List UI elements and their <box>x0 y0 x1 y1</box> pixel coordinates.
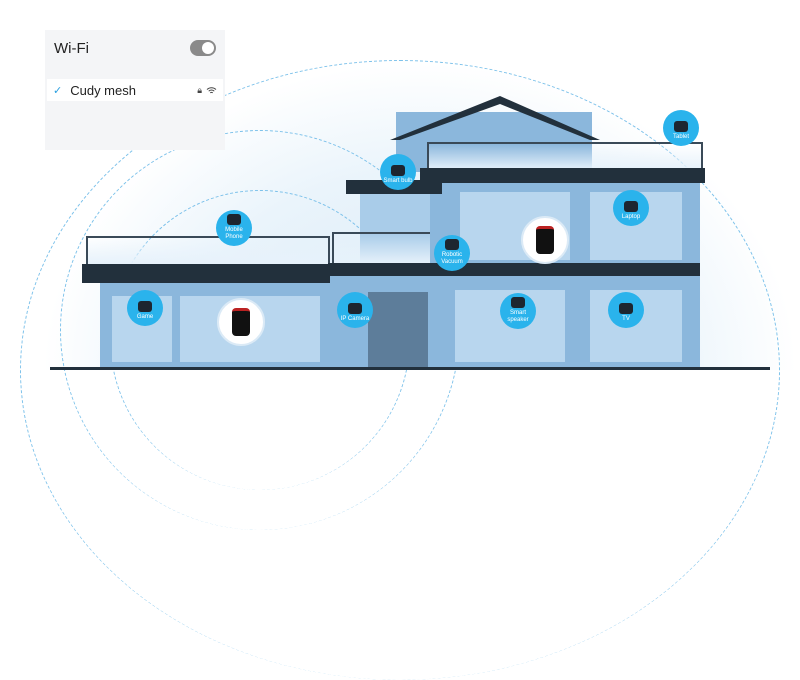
tablet-icon <box>674 121 688 132</box>
mesh-router <box>521 216 569 264</box>
device-smart-bulb: Smart bulb <box>380 154 416 190</box>
device-ip-camera: IP Camera <box>337 292 373 328</box>
tv-icon <box>619 303 633 314</box>
device-game: Game <box>127 290 163 326</box>
device-laptop: Laptop <box>613 190 649 226</box>
lock-icon: 🔒︎ <box>197 84 202 95</box>
checkmark-icon: ✓ <box>53 84 63 97</box>
device-tablet: Tablet <box>663 110 699 146</box>
device-robotic-vacuum: Robotic Vacuum <box>434 235 470 271</box>
device-tv: TV <box>608 292 644 328</box>
network-row-cudy-mesh[interactable]: ✓ Cudy mesh 🔒︎ <box>47 79 223 101</box>
mesh-router <box>217 298 265 346</box>
signal-arc <box>20 60 780 680</box>
device-smart-speaker: Smart speaker <box>500 293 536 329</box>
gamepad-icon <box>138 301 152 312</box>
wifi-title: Wi-Fi <box>54 40 89 57</box>
camera-icon <box>348 303 362 314</box>
laptop-icon <box>624 201 638 212</box>
wifi-toggle[interactable] <box>190 40 216 56</box>
front-door <box>368 292 428 368</box>
device-mobile-phone: Mobile Phone <box>216 210 252 246</box>
wifi-panel: Wi-Fi ✓ Cudy mesh 🔒︎ <box>45 30 225 150</box>
wifi-signal-icon <box>206 86 217 93</box>
speaker-icon <box>511 297 525 308</box>
vacuum-icon <box>445 239 459 250</box>
phone-icon <box>227 214 241 225</box>
network-name: Cudy mesh <box>70 82 136 98</box>
ground-line <box>50 367 770 370</box>
bulb-icon <box>391 165 405 176</box>
